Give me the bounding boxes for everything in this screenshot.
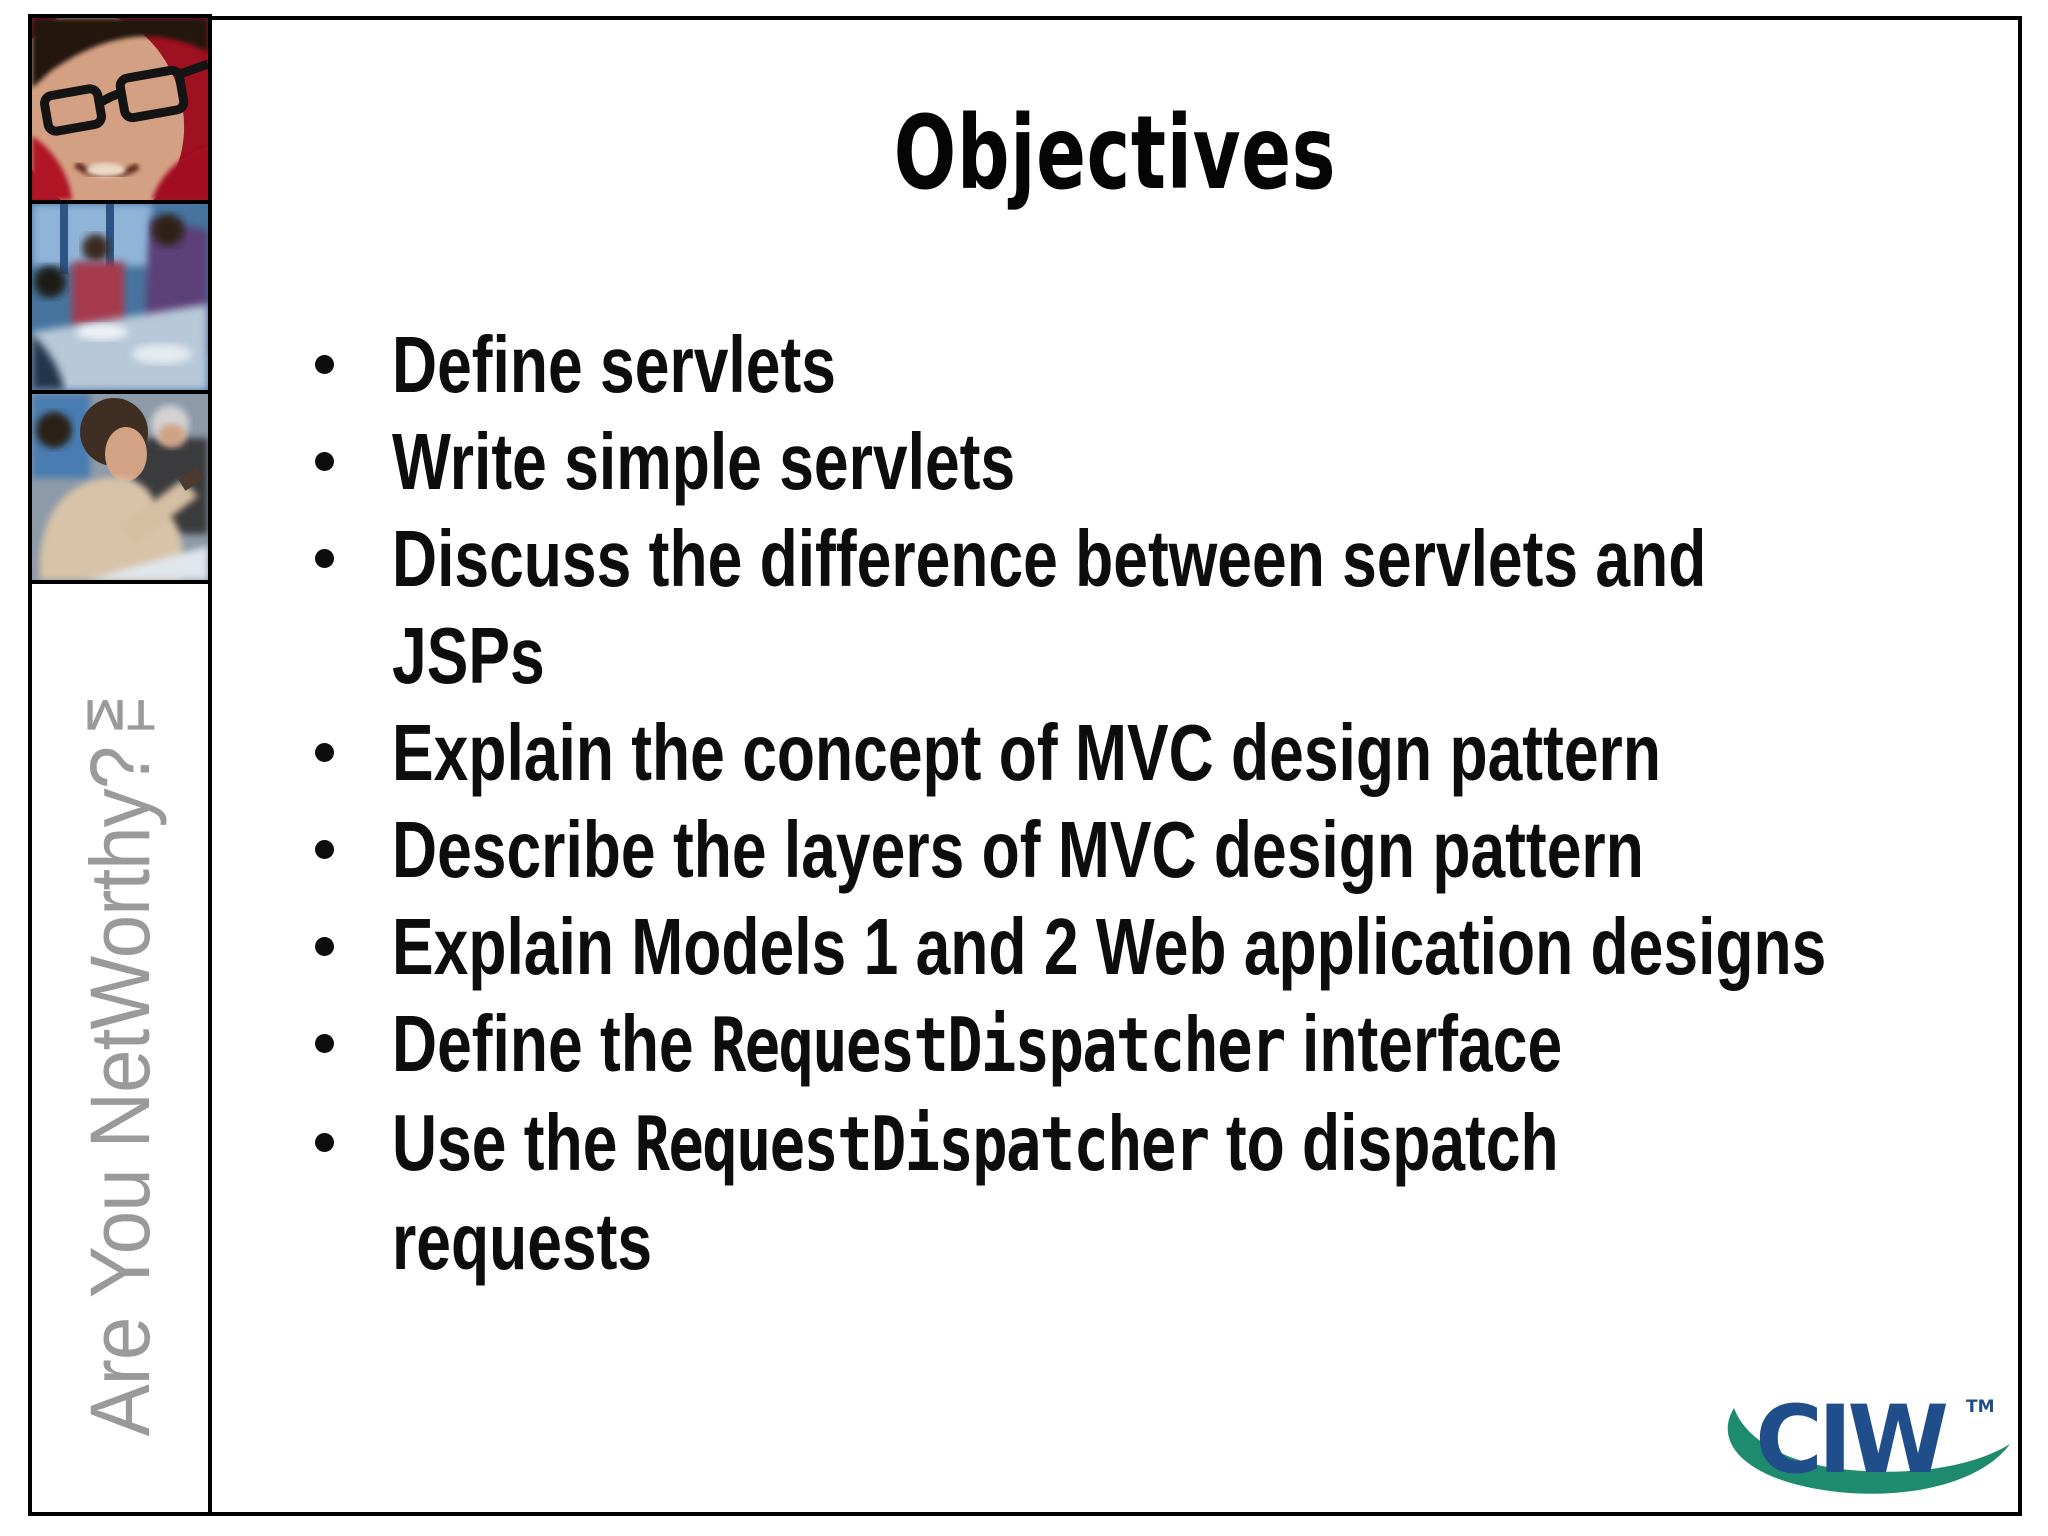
- bullet-text: interface: [1284, 999, 1563, 1088]
- sidebar-tagline: Are You NetWorthy?™: [72, 659, 167, 1437]
- bullet-line: Use the RequestDispatcher to dispatch: [392, 1094, 1826, 1193]
- bullet-line: Define servlets: [392, 316, 1826, 413]
- bullet-marker: [315, 1133, 334, 1152]
- sidebar-photo-classroom: [28, 200, 212, 394]
- ciw-logo-swoosh: [1727, 1408, 2010, 1494]
- code-text: RequestDispatcher: [710, 1001, 1286, 1089]
- bullet-marker: [315, 840, 334, 859]
- bullet-text: to dispatch: [1208, 1098, 1559, 1187]
- bullet-marker: [315, 1034, 334, 1053]
- bullet-item: Write simple servlets: [315, 413, 2048, 510]
- bullet-item: Explain the concept of MVC design patter…: [315, 704, 2048, 801]
- bullet-item: Describe the layers of MVC design patter…: [315, 801, 2048, 898]
- ciw-logo: CIW TM: [1720, 1384, 2012, 1506]
- bullet-marker: [315, 355, 334, 374]
- bullet-text: JSPs: [392, 611, 545, 700]
- bullet-line: Describe the layers of MVC design patter…: [392, 801, 1826, 898]
- bullet-line: requests: [392, 1193, 1826, 1290]
- bullet-line: Discuss the difference between servlets …: [392, 510, 1826, 607]
- ciw-logo-text: CIW: [1755, 1385, 1946, 1494]
- bullet-marker: [315, 937, 334, 956]
- bullet-text: requests: [392, 1197, 653, 1286]
- code-text: RequestDispatcher: [634, 1100, 1210, 1188]
- bullet-text: Use the: [392, 1098, 635, 1187]
- sidebar-photo-man-glasses: [28, 14, 212, 204]
- bullet-item: Define the RequestDispatcher interface: [315, 995, 2048, 1094]
- bullet-item: Define servlets: [315, 316, 2048, 413]
- bullet-marker: [315, 743, 334, 762]
- bullet-line: Define the RequestDispatcher interface: [392, 995, 1826, 1094]
- sidebar-tagline-box: Are You NetWorthy?™: [28, 580, 212, 1516]
- sidebar-photo-woman-pointing: [28, 390, 212, 584]
- bullet-text: Explain the concept of MVC design patter…: [392, 708, 1661, 797]
- bullet-marker: [315, 452, 334, 471]
- bullet-text: Define servlets: [392, 320, 836, 409]
- bullet-line: JSPs: [392, 607, 1826, 704]
- bullet-line: Explain the concept of MVC design patter…: [392, 704, 1826, 801]
- bullet-text: Define the: [392, 999, 711, 1088]
- bullet-text: Write simple servlets: [392, 417, 1016, 506]
- bullet-text: Describe the layers of MVC design patter…: [392, 805, 1644, 894]
- bullet-text: Explain Models 1 and 2 Web application d…: [392, 902, 1827, 991]
- bullet-line: Write simple servlets: [392, 413, 1826, 510]
- bullet-item: Discuss the difference between servlets …: [315, 510, 2048, 704]
- slide-title: Objectives: [893, 94, 1337, 213]
- bullet-text: Discuss the difference between servlets …: [392, 514, 1707, 603]
- bullet-marker: [315, 549, 334, 568]
- bullet-item: Explain Models 1 and 2 Web application d…: [315, 898, 2048, 995]
- ciw-logo-tm: TM: [1966, 1397, 1995, 1417]
- bullet-line: Explain Models 1 and 2 Web application d…: [392, 898, 1826, 995]
